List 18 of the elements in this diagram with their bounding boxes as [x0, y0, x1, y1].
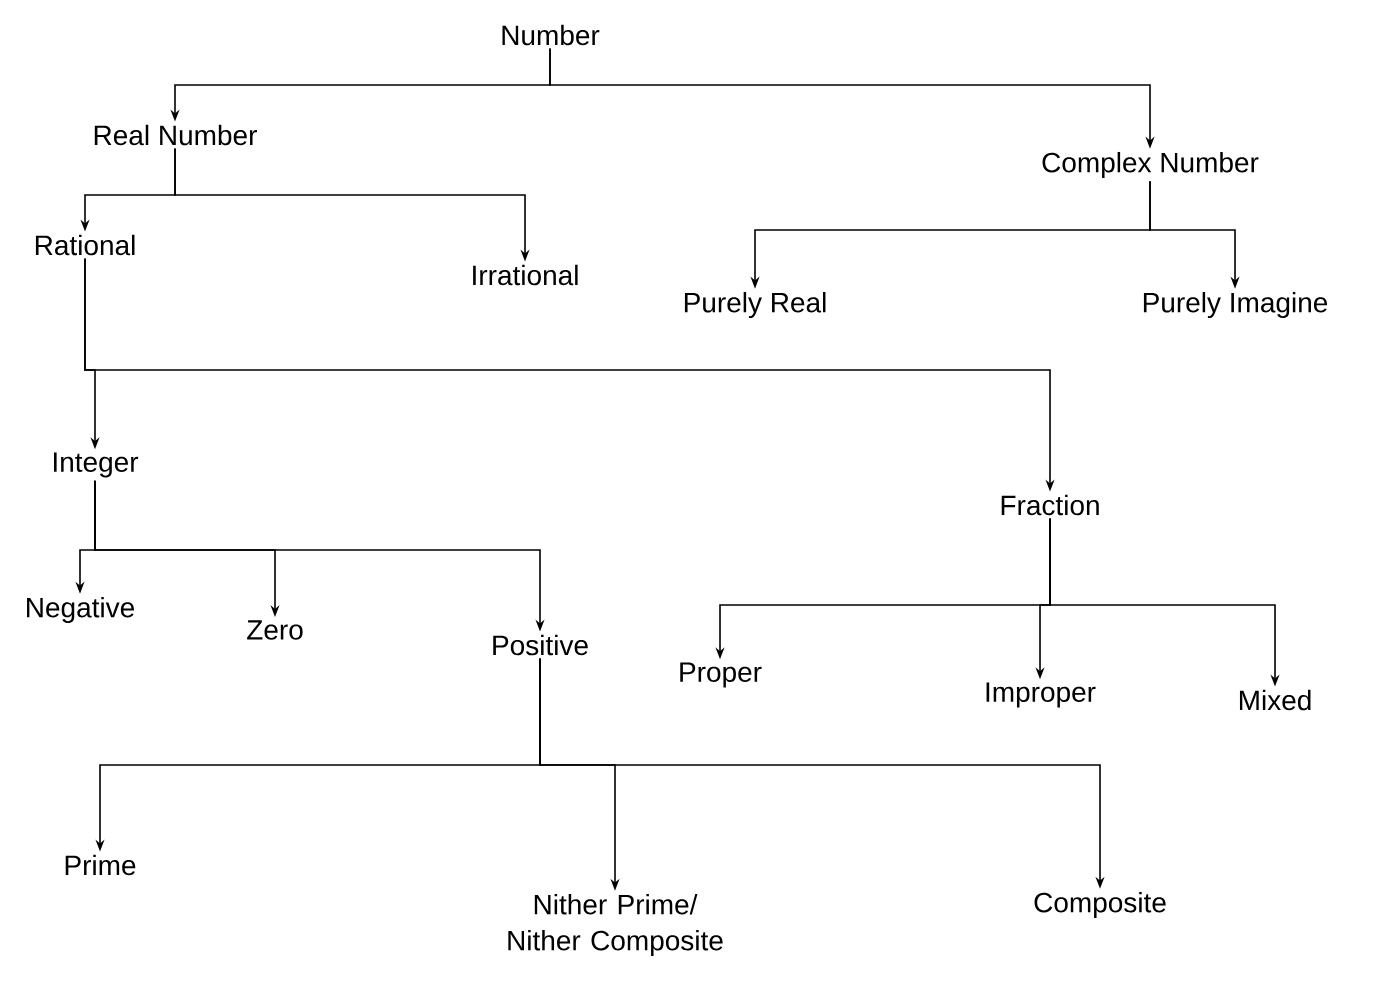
term-label: Nither Prime/ Nither Composite [508, 893, 723, 957]
term-label: Fraction [1001, 494, 1099, 516]
term-label: Improper [986, 682, 1096, 708]
term-label: Purely Real [684, 291, 826, 319]
term-label: Rational [35, 234, 135, 256]
term-label: Complex Number [1042, 151, 1259, 179]
term-label: Zero [247, 620, 303, 640]
term-label: Prime [65, 854, 136, 876]
term-label: Integer [54, 452, 139, 478]
term-label: Purely Imagine [1143, 291, 1328, 319]
term-label: Negative [27, 596, 134, 624]
term-label: Positive [493, 634, 588, 656]
term-label: Irrational [473, 264, 578, 286]
term-label: Number [502, 24, 600, 46]
term-label: Mixed [1239, 689, 1311, 711]
term-label: Composite [1034, 891, 1166, 919]
term-label: Real Number [94, 124, 257, 146]
term-label: Proper [680, 662, 762, 688]
